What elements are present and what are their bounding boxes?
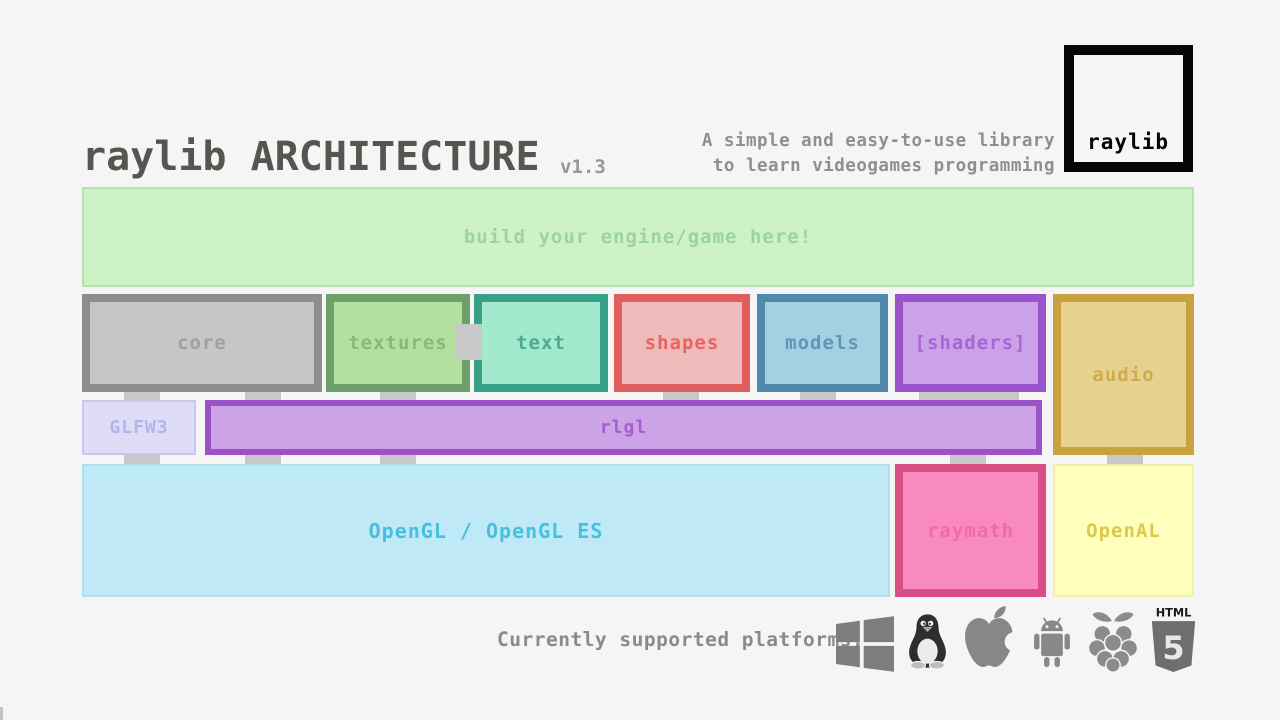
tagline: A simple and easy-to-use library to lear… <box>702 129 1055 179</box>
html5-icon: HTML 5 <box>1151 606 1196 673</box>
module-box-core: core <box>82 294 322 392</box>
layer-box-glfw3: GLFW3 <box>82 400 196 455</box>
layer-box-raymath: raymath <box>895 464 1046 597</box>
layer-box-openal: OpenAL <box>1053 464 1194 597</box>
apple-icon <box>965 606 1017 667</box>
module-box-models: models <box>757 294 888 392</box>
raylib-logo: raylib <box>1064 45 1193 172</box>
tagline-line-2: to learn videogames programming <box>712 156 1055 176</box>
module-box-audio: audio <box>1053 294 1194 455</box>
module-box-shaders: [shaders] <box>895 294 1046 392</box>
version-label: v1.3 <box>560 156 606 178</box>
module-box-textures: textures <box>326 294 470 392</box>
raspberry-pi-icon <box>1087 610 1139 673</box>
module-box-shapes: shapes <box>614 294 750 392</box>
connector-shaders-rlgl <box>919 391 1019 401</box>
connector-audio-openal <box>1107 454 1143 465</box>
bottom-left-tick <box>0 707 3 720</box>
connector-models-rlgl <box>800 391 836 401</box>
connector-rlgl-raymath <box>950 454 986 465</box>
windows-icon <box>836 616 894 672</box>
connector-textures-text <box>456 324 482 360</box>
platforms-icon-row: HTML 5 <box>836 602 1198 674</box>
android-icon <box>1034 617 1070 667</box>
html5-number: 5 <box>1162 629 1184 667</box>
build-your-engine-banner: build your engine/game here! <box>82 187 1194 287</box>
connector-glfw3-opengl <box>124 454 160 465</box>
platforms-label: Currently supported platforms: <box>497 628 865 651</box>
linux-tux-icon <box>909 614 946 670</box>
connector-textures-rlgl <box>380 391 416 401</box>
raylib-logo-text: raylib <box>1087 130 1169 154</box>
connector-shapes-rlgl <box>663 391 699 401</box>
layer-box-rlgl: rlgl <box>205 400 1042 455</box>
tagline-line-1: A simple and easy-to-use library <box>701 131 1055 151</box>
connector-rlgl-opengl-1 <box>245 454 281 465</box>
html5-top-label: HTML <box>1156 606 1192 619</box>
connector-rlgl-opengl-2 <box>380 454 416 465</box>
page-title: raylib ARCHITECTURE <box>82 134 540 180</box>
connector-core-rlgl <box>245 391 281 401</box>
connector-core-glfw3 <box>124 391 160 401</box>
module-box-text: text <box>474 294 608 392</box>
layer-box-opengl: OpenGL / OpenGL ES <box>82 464 890 597</box>
